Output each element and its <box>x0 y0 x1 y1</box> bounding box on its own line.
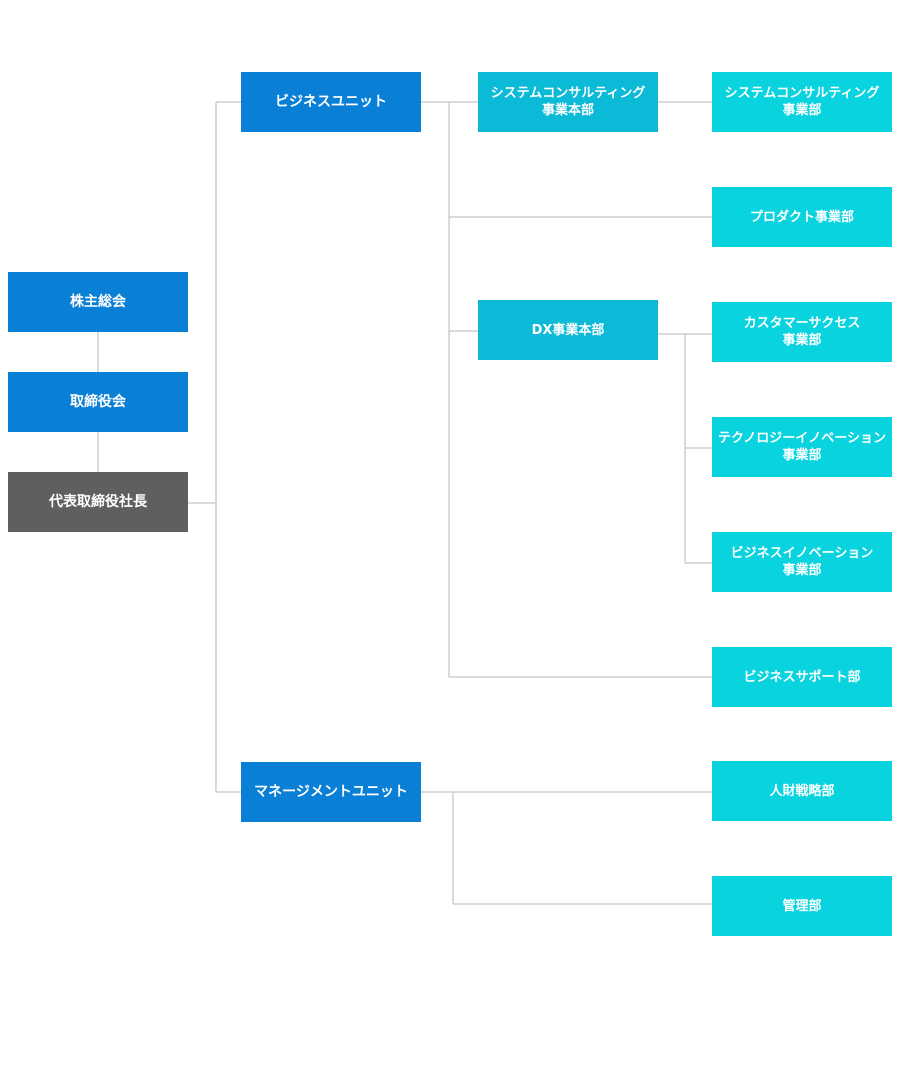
node-shareholders-meeting: 株主総会 <box>8 272 188 332</box>
node-ceo: 代表取締役社長 <box>8 472 188 532</box>
node-admin-division: 管理部 <box>712 876 892 936</box>
node-board-of-directors: 取締役会 <box>8 372 188 432</box>
node-management-unit: マネージメントユニット <box>241 762 421 822</box>
node-business-support-division: ビジネスサポート部 <box>712 647 892 707</box>
node-hr-strategy-division: 人財戦略部 <box>712 761 892 821</box>
node-system-consulting-division: システムコンサルティング 事業部 <box>712 72 892 132</box>
node-technology-innovation-division: テクノロジーイノベーション 事業部 <box>712 417 892 477</box>
node-system-consulting-hq: システムコンサルティング 事業本部 <box>478 72 658 132</box>
node-business-innovation-division: ビジネスイノベーション 事業部 <box>712 532 892 592</box>
node-dx-hq: DX事業本部 <box>478 300 658 360</box>
node-product-division: プロダクト事業部 <box>712 187 892 247</box>
node-customer-success-division: カスタマーサクセス 事業部 <box>712 302 892 362</box>
node-business-unit: ビジネスユニット <box>241 72 421 132</box>
